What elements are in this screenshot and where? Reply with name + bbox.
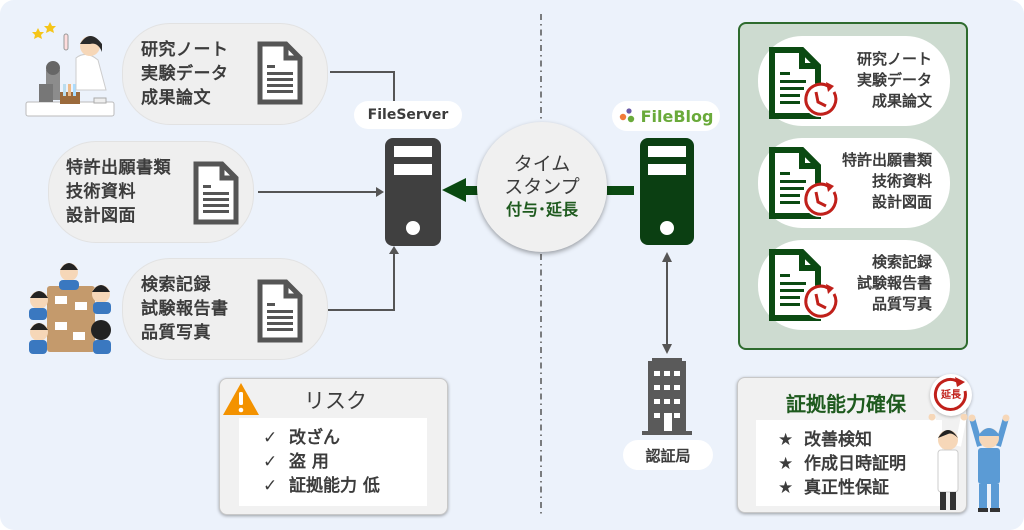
- green-arrow-head: [442, 178, 466, 202]
- left-doc-group-3-text: 検索記録 試験報告書 品質写真: [141, 275, 229, 343]
- green-connector: [607, 186, 634, 195]
- timestamp-line-2: スタンプ: [504, 176, 580, 198]
- document-icon: [257, 41, 303, 105]
- evidence-title: 証拠能力確保: [786, 392, 906, 416]
- building-icon: [642, 358, 692, 435]
- arrow-head-ca-down: [662, 344, 672, 354]
- timestamp-circle: タイム スタンプ 付与･延長: [477, 122, 607, 252]
- left-doc-group-3: 検索記録 試験報告書 品質写真: [122, 258, 328, 360]
- fileblog-label-text: FileBlog: [640, 106, 714, 126]
- evidence-box: 証拠能力確保 ★改善検知 ★作成日時証明 ★真正性保証: [737, 377, 967, 513]
- risk-list: ✓改ざん ✓盗 用 ✓証拠能力 低: [239, 418, 427, 506]
- warning-icon: [223, 383, 259, 415]
- arrow-head-bottom: [389, 246, 399, 254]
- check-icon: ✓: [263, 452, 278, 472]
- arrow-head-ca-up: [662, 252, 672, 262]
- risk-item: ✓改ざん: [263, 428, 340, 448]
- left-doc-group-1-text: 研究ノート 実験データ 成果論文: [141, 40, 229, 108]
- cheering-people-illustration: [928, 414, 1010, 512]
- right-doc-group-1: 研究ノート 実験データ 成果論文: [758, 36, 950, 126]
- left-doc-group-2-text: 特許出願書類 技術資料 設計図面: [66, 158, 171, 226]
- risk-item: ✓証拠能力 低: [263, 476, 380, 496]
- check-icon: ✓: [263, 428, 278, 448]
- evidence-list: ★改善検知 ★作成日時証明 ★真正性保証: [756, 420, 942, 506]
- star-icon: ★: [778, 454, 794, 474]
- evidence-item: ★作成日時証明: [778, 454, 906, 474]
- timestamped-docs-panel: 研究ノート 実験データ 成果論文 特許出願書類 技術資料 設計図面: [738, 22, 968, 350]
- risk-title: リスク: [304, 389, 367, 413]
- document-icon: [193, 161, 239, 225]
- fileserver-label: FileServer: [354, 101, 462, 129]
- timestamp-line-3: 付与･延長: [505, 200, 578, 219]
- right-doc-group-3-text: 検索記録 試験報告書 品質写真: [856, 253, 932, 313]
- right-doc-group-2-text: 特許出願書類 技術資料 設計図面: [841, 151, 932, 211]
- timestamp-line-1: タイム: [513, 153, 571, 175]
- green-arrow-shaft: [464, 186, 480, 195]
- evidence-item: ★改善検知: [778, 430, 872, 450]
- arrow-head-middle: [376, 187, 384, 197]
- connector-bottom: [328, 252, 395, 311]
- right-doc-group-1-text: 研究ノート 実験データ 成果論文: [856, 50, 932, 110]
- left-doc-group-2: 特許出願書類 技術資料 設計図面: [48, 141, 254, 243]
- extension-badge-text: 延長: [941, 390, 961, 401]
- document-icon: [257, 279, 303, 343]
- star-icon: ★: [778, 478, 794, 498]
- left-doc-group-1: 研究ノート 実験データ 成果論文: [122, 23, 328, 125]
- fileblog-label: FileBlog: [612, 101, 720, 131]
- evidence-item: ★真正性保証: [778, 478, 889, 498]
- file-server-icon[interactable]: [385, 138, 441, 246]
- check-icon: ✓: [263, 476, 278, 496]
- cert-authority-label: 認証局: [623, 440, 713, 470]
- extension-badge: 延長: [930, 374, 972, 416]
- meeting-illustration: [29, 263, 111, 354]
- timestamped-document-icon: [769, 47, 838, 119]
- renew-arrow-icon: [933, 377, 967, 411]
- star-icon: ★: [778, 430, 794, 450]
- timestamped-document-icon: [769, 147, 838, 219]
- fileblog-logo-icon: [619, 108, 634, 123]
- right-doc-group-3: 検索記録 試験報告書 品質写真: [758, 240, 950, 330]
- fileblog-server-icon[interactable]: [640, 138, 694, 245]
- scientist-illustration: [25, 22, 115, 117]
- risk-item: ✓盗 用: [263, 452, 329, 472]
- timestamped-document-icon: [769, 249, 838, 321]
- risk-box: リスク ✓改ざん ✓盗 用 ✓証拠能力 低: [219, 378, 448, 515]
- right-doc-group-2: 特許出願書類 技術資料 設計図面: [758, 138, 950, 228]
